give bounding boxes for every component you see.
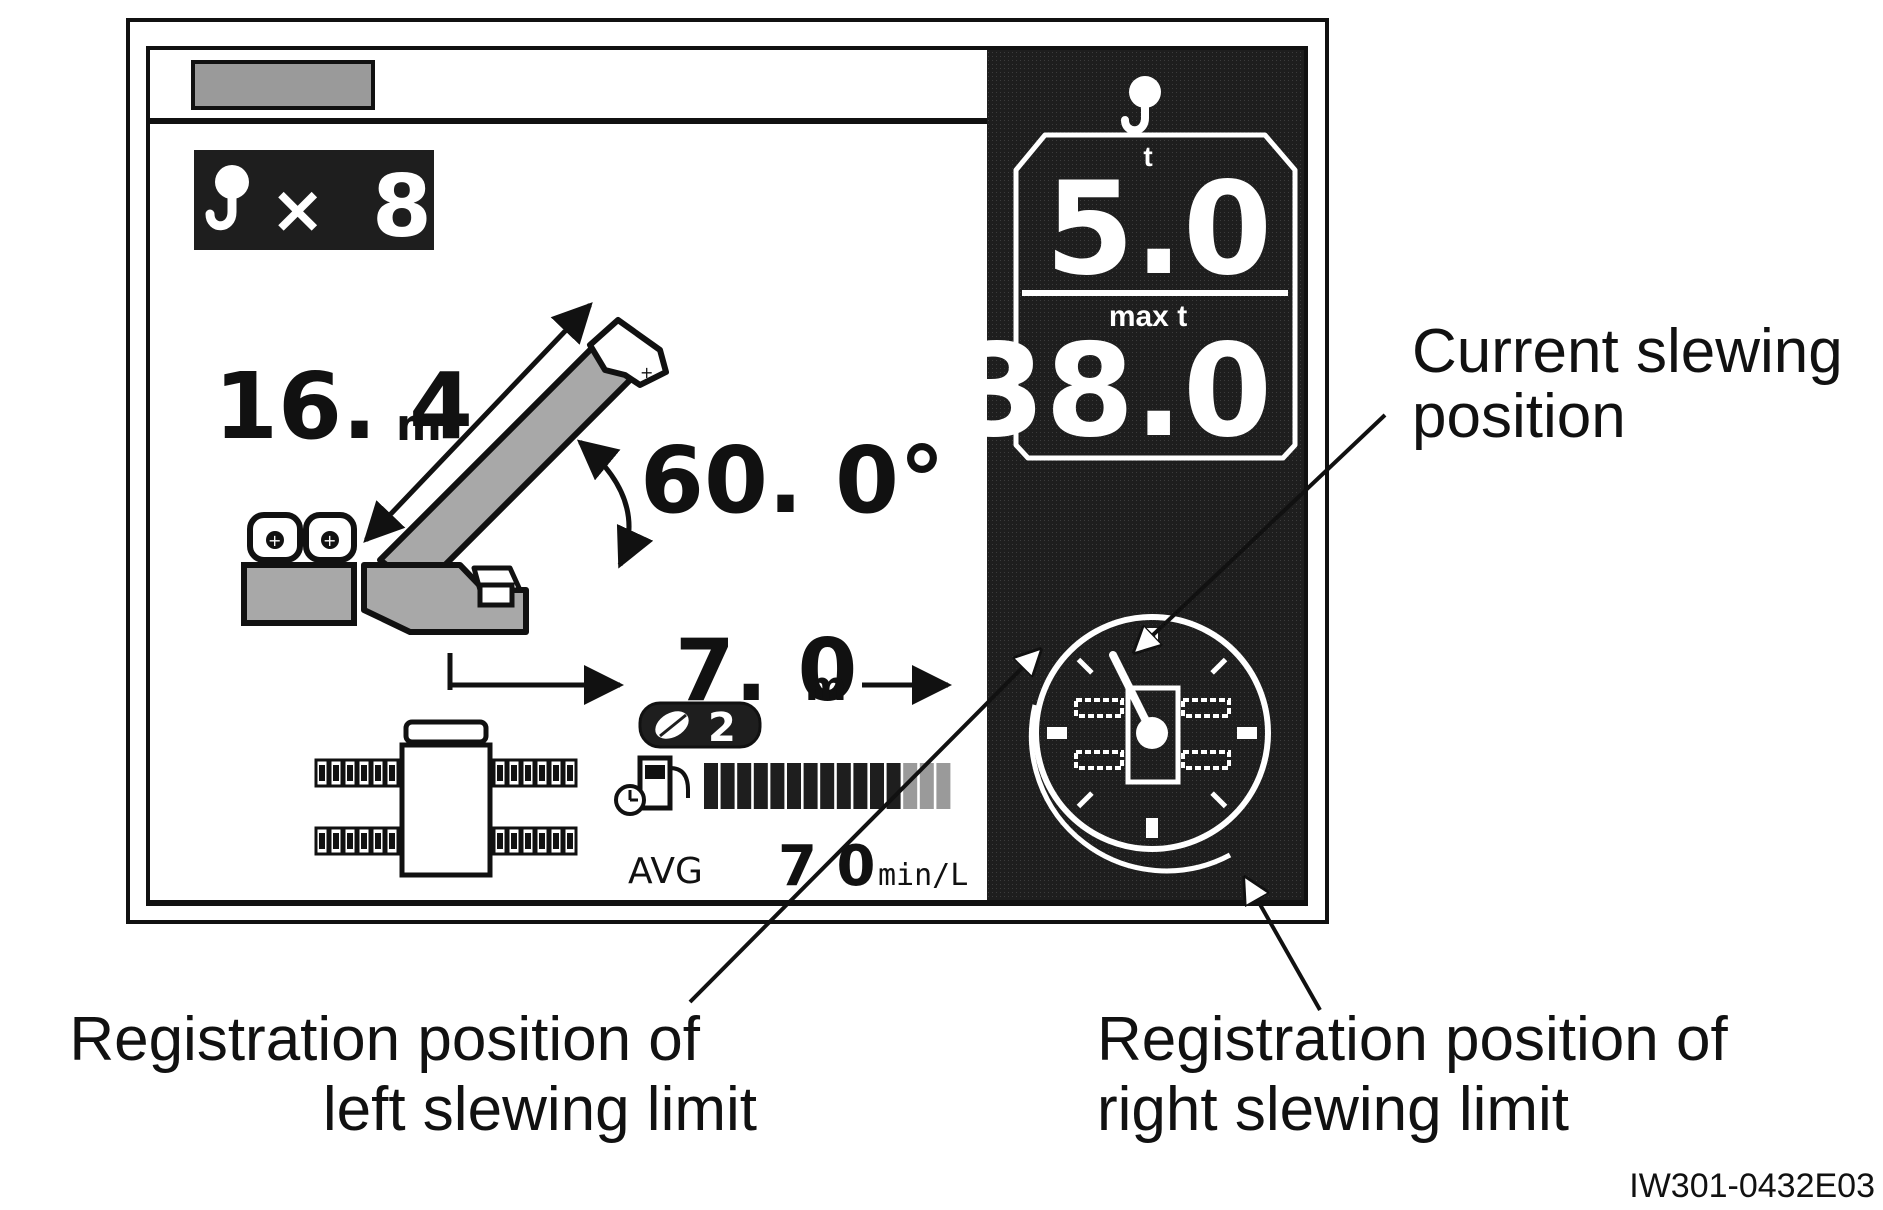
fuel-bar-segment <box>737 763 752 809</box>
fuel-bar-segment <box>886 763 901 809</box>
svg-text:+: + <box>640 363 653 382</box>
fuel-consumption-bar <box>704 763 951 809</box>
working-radius-unit: m <box>805 664 847 710</box>
left-limit-callout-line1: Registration position of <box>69 1005 700 1074</box>
actual-load-value: 5.0 <box>1045 155 1272 304</box>
figure-id: IW301-0432E03 <box>1629 1167 1875 1205</box>
right-limit-callout-line2: right slewing limit <box>1097 1075 1569 1144</box>
actual-load-unit: t <box>1143 141 1152 172</box>
status-indicator-bar <box>191 60 375 110</box>
current-slewing-callout-line1: Current slewing <box>1412 317 1843 386</box>
fuel-bar-segment <box>720 763 735 809</box>
fuel-bar-segment <box>836 763 851 809</box>
fuel-bar-segment <box>770 763 785 809</box>
fuel-bar-segment <box>919 763 934 809</box>
right-limit-leader-icon <box>1245 878 1322 1011</box>
right-limit-callout-line1: Registration position of <box>1097 1005 1728 1074</box>
fuel-pump-icon <box>614 755 690 816</box>
current-slewing-leader-icon <box>1135 413 1387 652</box>
times-symbol: × <box>270 171 325 248</box>
crawler-top-view-icon <box>314 719 578 878</box>
boom-length-unit: m <box>396 400 442 451</box>
fuel-bar-segment <box>753 763 768 809</box>
hook-parts-badge: × 8 <box>194 150 434 257</box>
hook-icon <box>205 165 249 231</box>
top-bar-divider <box>150 118 987 124</box>
boom-crane-icon: + + + <box>241 317 669 635</box>
boom-angle-arrow-icon <box>576 439 654 569</box>
fuel-bar-segment <box>787 763 801 809</box>
hook-icon <box>1121 76 1161 135</box>
fuel-bar-segment <box>936 763 951 809</box>
fuel-avg-label: AVG <box>628 851 703 892</box>
fuel-avg-unit: min/L <box>878 858 968 893</box>
fuel-bar-segment <box>820 763 835 809</box>
boom-length-arrow-icon <box>363 302 593 543</box>
svg-text:+: + <box>323 531 336 550</box>
load-divider <box>1022 290 1288 296</box>
working-radius-readout: 7. 0 m <box>447 621 952 721</box>
left-limit-callout-line2: left slewing limit <box>323 1075 757 1144</box>
parts-of-line-value: 8 <box>372 157 432 257</box>
max-load-label: max t <box>1109 300 1187 333</box>
load-readout-box <box>1013 132 1298 461</box>
svg-text:+: + <box>268 531 281 550</box>
eco-mode-level: 2 <box>708 705 736 751</box>
boom-length-readout: 16. 4 m <box>214 353 473 460</box>
boom-angle-value: 60. 0° <box>640 427 945 534</box>
fuel-bar-segment <box>870 763 884 809</box>
current-slewing-callout-line2: position <box>1412 382 1626 451</box>
fuel-bar-segment <box>704 763 718 809</box>
left-limit-leader-icon <box>688 650 1040 1004</box>
max-load-value: 38.0 <box>956 317 1272 466</box>
eco-leaf-icon <box>655 711 689 739</box>
fuel-bar-segment <box>853 763 868 809</box>
fuel-bar-segment <box>803 763 818 809</box>
eco-mode-badge: 2 <box>638 701 762 751</box>
